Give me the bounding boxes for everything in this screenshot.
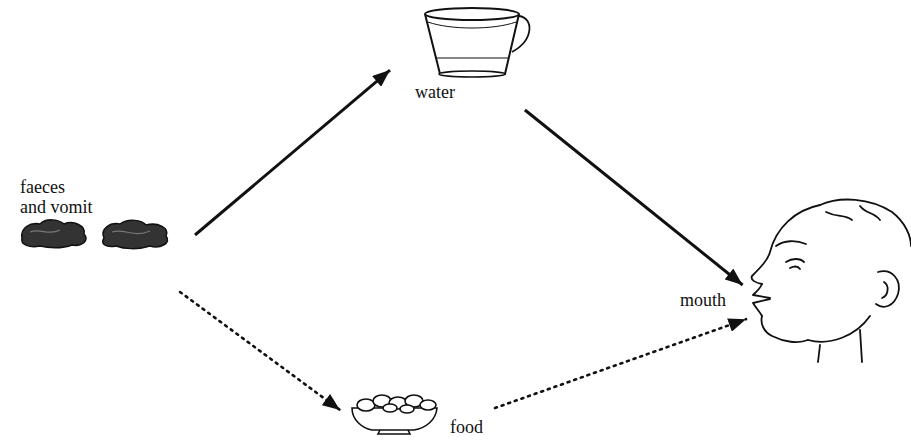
transmission-arrow — [180, 292, 340, 410]
water-bucket — [425, 8, 529, 77]
node-label: faeces and vomit — [20, 177, 94, 217]
faeces-blobs — [22, 220, 168, 249]
transmission-arrow — [525, 110, 743, 285]
node-label: water — [415, 82, 495, 102]
illustrated-node: mouth — [678, 285, 746, 321]
illustrated-node: water — [390, 5, 530, 110]
food-bowl — [352, 395, 437, 434]
node-label: mouth — [680, 290, 742, 310]
face-profile — [752, 200, 911, 362]
transmission-arrow — [195, 70, 390, 235]
illustrated-node: faeces and vomit — [15, 172, 195, 292]
transmission-arrow — [495, 319, 746, 408]
node-label: food — [450, 417, 494, 437]
illustrated-node: food — [340, 390, 495, 440]
